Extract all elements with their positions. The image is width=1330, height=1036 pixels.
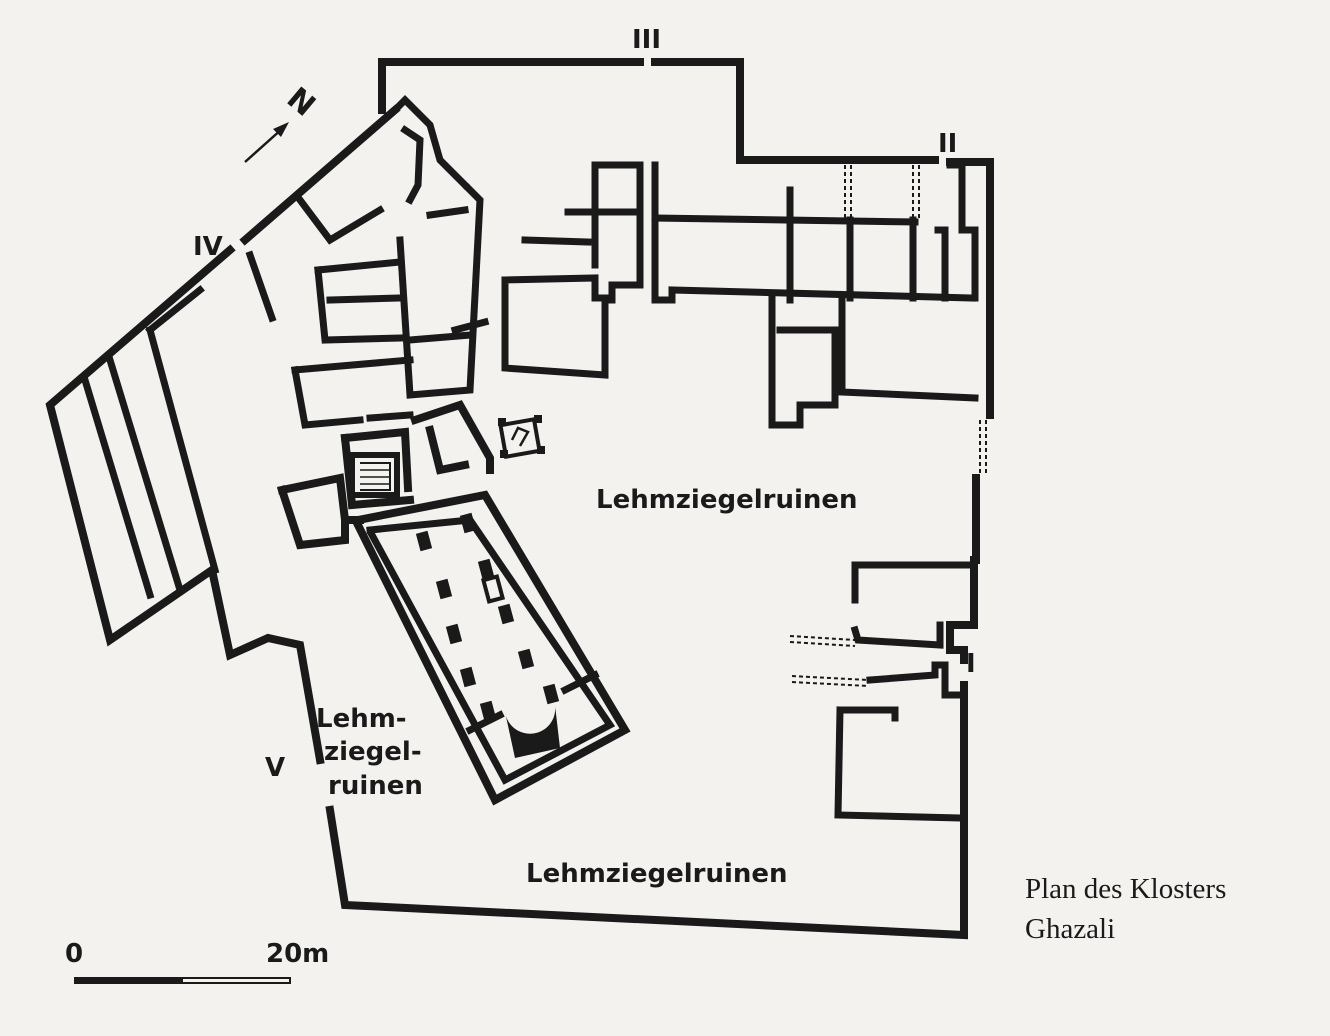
ruins-label-left-line1: Lehm- xyxy=(316,704,407,734)
scale-bar xyxy=(74,977,291,984)
dashed-connections xyxy=(789,165,987,687)
ruins-label-main: Lehmziegelruinen xyxy=(596,485,858,515)
northwest-building-cluster xyxy=(245,95,490,429)
small-square-structure xyxy=(498,415,545,460)
caption-line-1: Plan des Klosters xyxy=(1025,873,1226,905)
caption-line-2: Ghazali xyxy=(1025,913,1115,945)
north-building-cluster xyxy=(501,161,979,429)
ruins-label-bottom: Lehmziegelruinen xyxy=(526,859,788,889)
gate-5-label: V xyxy=(265,753,285,783)
scale-start-label: 0 xyxy=(65,939,83,969)
east-building-cluster xyxy=(834,561,974,822)
church-pillars xyxy=(415,512,560,722)
gate-3-label: III xyxy=(632,25,661,55)
north-label: N xyxy=(280,81,322,124)
north-arrow xyxy=(244,122,289,163)
gate-1-label: I xyxy=(966,649,976,679)
left-wing-rooms xyxy=(80,285,220,600)
gate-4-label: IV xyxy=(193,232,223,262)
ruins-label-left-line3: ruinen xyxy=(328,771,423,801)
gate-2-label: II xyxy=(938,129,957,159)
ruins-label-left-line2: ziegel- xyxy=(324,737,422,767)
scale-end-label: 20m xyxy=(266,939,329,969)
